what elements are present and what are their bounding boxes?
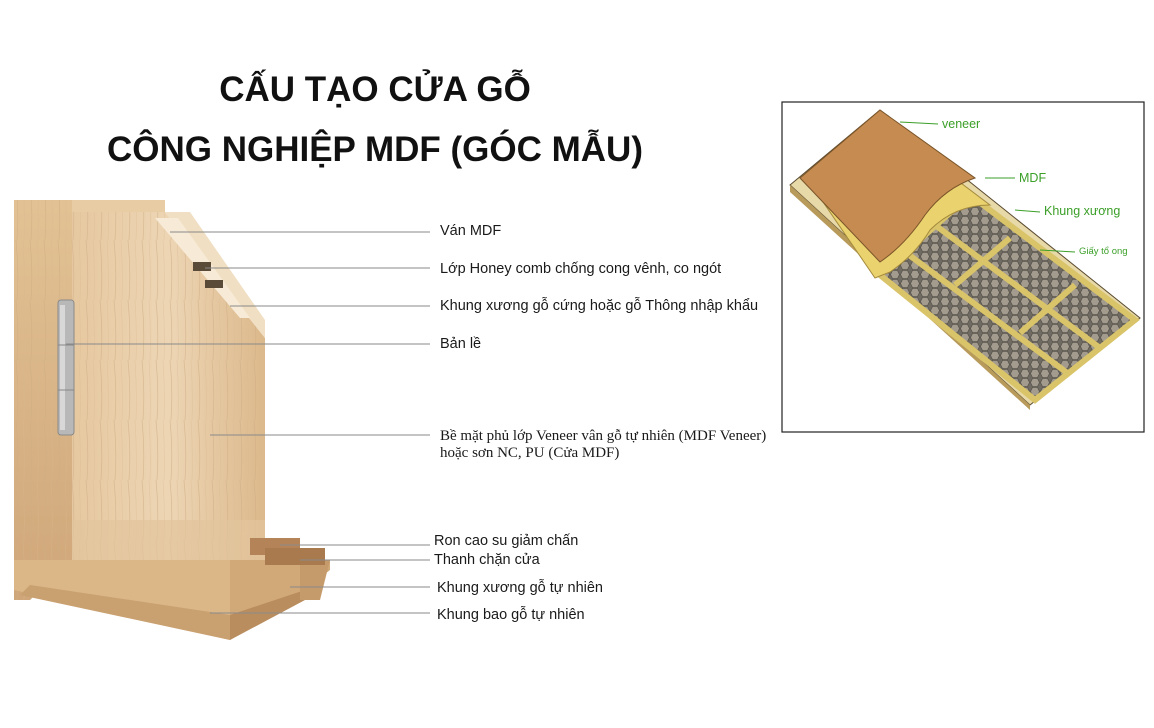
page-title-line-1: CẤU TẠO CỬA GỖ: [219, 70, 531, 109]
label-son-nc-pu: hoặc sơn NC, PU (Cửa MDF): [440, 445, 620, 461]
door-frame-outer: [14, 200, 330, 640]
label-van-mdf: Ván MDF: [440, 223, 502, 239]
label-honeycomb: Lớp Honey comb chống cong vênh, co ngót: [440, 261, 722, 277]
honeycomb-slot: [193, 262, 211, 271]
leader-lines-left: [66, 231, 430, 614]
label-ban-le: Bản lề: [440, 336, 482, 352]
page-title-line-2: CÔNG NGHIỆP MDF (GÓC MẪU): [106, 130, 643, 169]
hinge-icon: [57, 299, 75, 436]
panel-layers-diagram: [781, 101, 1145, 433]
label-be-mat-veneer: Bề mặt phủ lớp Veneer vân gỗ tự nhiên (M…: [440, 428, 767, 444]
label-ron-cao-su: Ron cao su giảm chấn: [434, 533, 579, 549]
honeycomb-slot: [205, 280, 223, 288]
label-khung-xuong: Khung xương: [1044, 204, 1121, 218]
label-khung-xuong-go-cung: Khung xương gỗ cứng hoặc gỗ Thông nhập k…: [440, 298, 759, 314]
label-veneer: veneer: [942, 117, 981, 131]
label-khung-xuong-tu-nhien: Khung xương gỗ tự nhiên: [437, 580, 603, 596]
door-stop: [250, 538, 325, 565]
label-giay-to-ong: Giấy tổ ong: [1079, 246, 1128, 257]
door-leaf: [72, 212, 265, 560]
label-thanh-chan-cua: Thanh chặn cửa: [434, 552, 540, 568]
label-mdf: MDF: [1019, 171, 1047, 185]
leader-lines-right: [899, 121, 1076, 253]
label-khung-bao: Khung bao gỗ tự nhiên: [437, 607, 585, 623]
